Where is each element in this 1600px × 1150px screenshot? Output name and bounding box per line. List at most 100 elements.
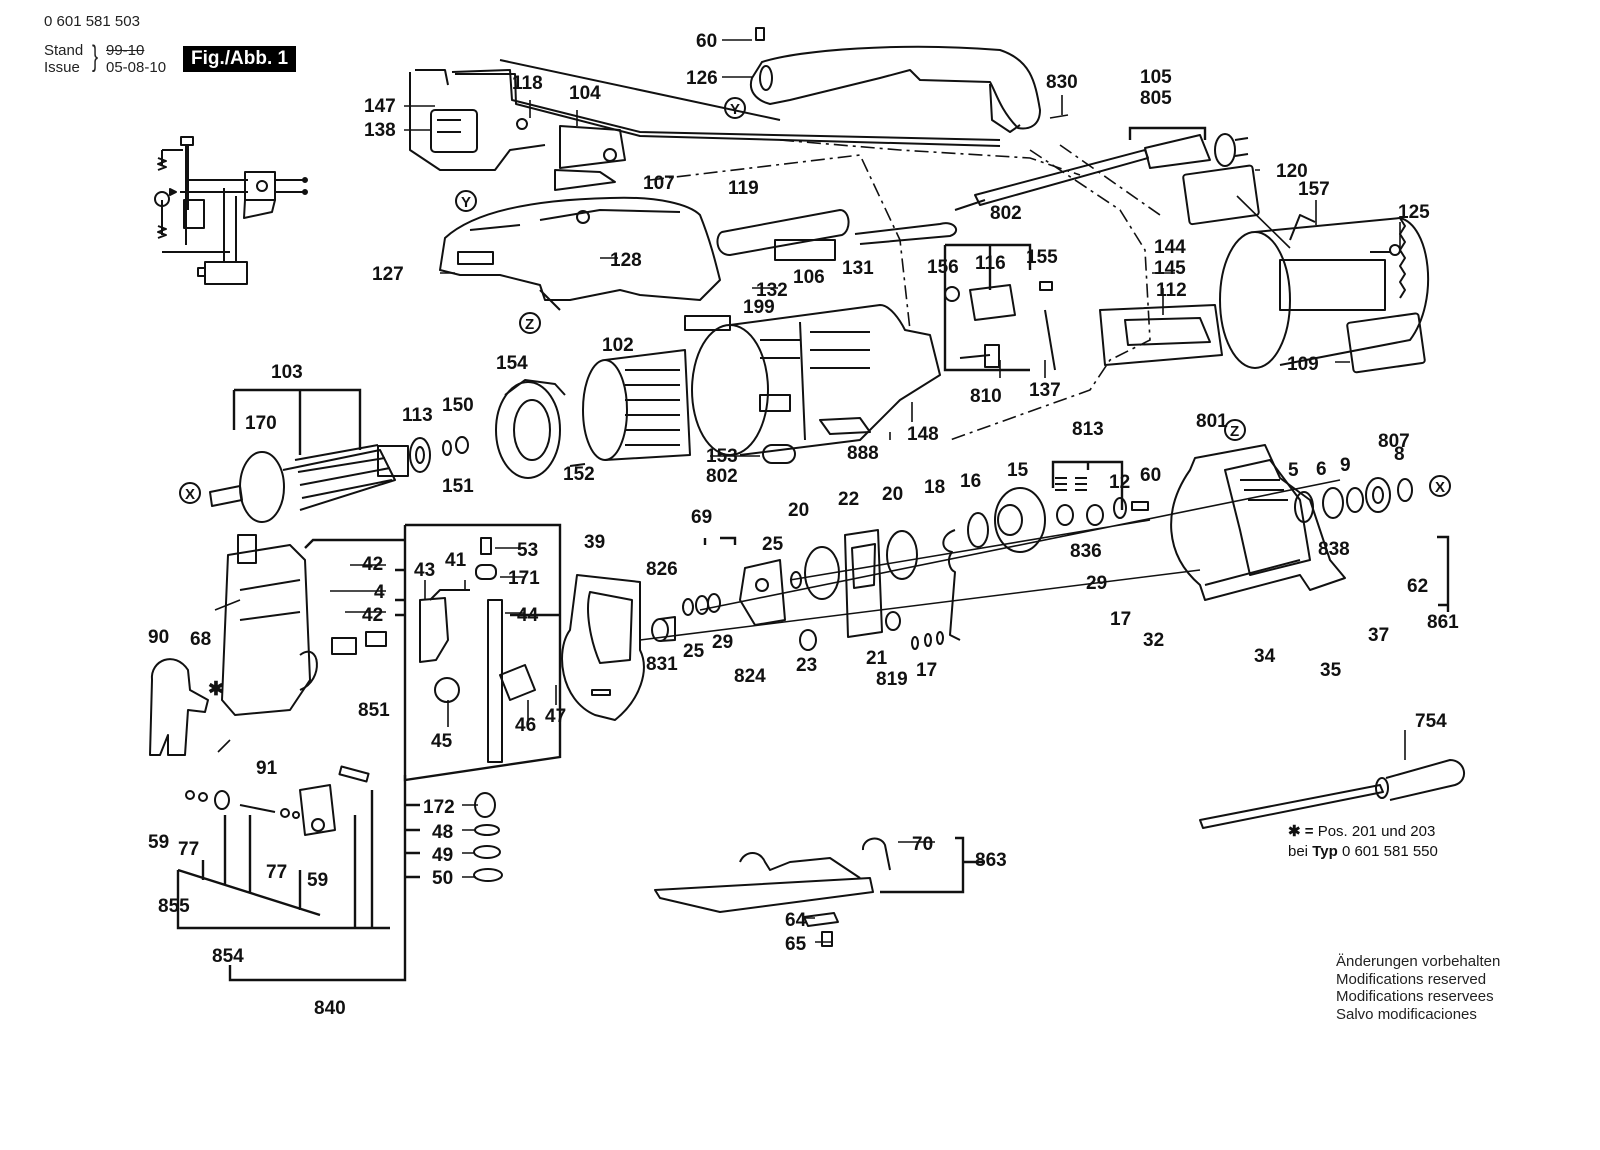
part-label: 43 (414, 560, 435, 581)
part-label: 199 (743, 297, 775, 318)
part-label: 109 (1287, 354, 1319, 375)
part-label: 5 (1288, 460, 1299, 481)
part-label: 151 (442, 476, 474, 497)
screw-125 (1370, 244, 1401, 256)
field-coil-102 (582, 349, 691, 461)
label-plate-120 (1182, 164, 1260, 226)
issue-value: 05-08-10 (106, 59, 167, 76)
part-label: 150 (442, 395, 474, 416)
part-label: 144 (1154, 237, 1186, 258)
base-plate-863 (654, 837, 891, 913)
part-labels: 60 126 830 105 805 118 104 147 138 107 1… (148, 31, 1459, 1019)
part-label: 17 (916, 660, 937, 681)
screw-152 (569, 463, 586, 467)
gear-housing-801 (1170, 444, 1346, 601)
part-label: 840 (314, 998, 346, 1019)
ring-20a (804, 546, 840, 600)
motor-cover-157 (1219, 214, 1430, 369)
part-label: 107 (643, 173, 675, 194)
part-label: 18 (924, 477, 945, 498)
part-label: 29 (712, 632, 733, 653)
part-label: 77 (266, 862, 287, 883)
ring-8 (1397, 478, 1413, 502)
part-label: 801 (1196, 411, 1228, 432)
part-label: 32 (1143, 630, 1164, 651)
label-plate-109 (1346, 312, 1426, 374)
part-label: 42 (362, 554, 383, 575)
svg-text:X: X (185, 486, 195, 503)
part-label: 125 (1398, 202, 1430, 223)
pin-60 (1131, 501, 1149, 511)
bearing-113 (409, 437, 431, 473)
housing-half-127 (439, 196, 721, 311)
part-label: 888 (847, 443, 879, 464)
part-label: 25 (683, 641, 705, 662)
part-label: 46 (515, 715, 536, 736)
part-label: 41 (445, 550, 467, 571)
part-label: 861 (1427, 612, 1459, 633)
part-label: 42 (362, 605, 383, 626)
part-label: 813 (1072, 419, 1104, 440)
part-label: 103 (271, 362, 303, 383)
part-label: 29 (1086, 573, 1107, 594)
part-label: 91 (256, 758, 278, 779)
bearing-set-813 (1055, 477, 1104, 526)
label-199 (684, 315, 731, 331)
part-label: 8 (1394, 444, 1405, 465)
stand-value: 99-10 (106, 42, 145, 59)
sheet-888 (819, 417, 871, 435)
part-label: 830 (1046, 72, 1078, 93)
part-label: 22 (838, 489, 859, 510)
part-label: 59 (148, 832, 169, 853)
guard-90 (149, 658, 209, 756)
eccentric-824 (739, 559, 786, 626)
switch-assembly (409, 59, 1001, 191)
ring-20b (886, 530, 918, 580)
part-label: 170 (245, 413, 277, 434)
part-label: 145 (1154, 258, 1186, 279)
part-label: 810 (970, 386, 1002, 407)
part-label: 855 (158, 896, 190, 917)
part-label: 50 (432, 868, 453, 889)
part-label: 60 (1140, 465, 1161, 486)
part-label: 155 (1026, 247, 1058, 268)
modifications-en: Modifications reserved (1336, 970, 1487, 988)
group-brackets (176, 126, 1450, 982)
armature-103 (209, 444, 409, 523)
rubber-plug-153 (762, 444, 796, 464)
part-label: 45 (431, 731, 453, 752)
part-label: 802 (990, 203, 1022, 224)
svg-text:X: X (1435, 479, 1445, 496)
brush-holder-group (944, 281, 1056, 371)
plunger-44 (475, 537, 503, 763)
part-label: 65 (785, 934, 807, 955)
part-label: 851 (358, 700, 390, 721)
footnote-line-2: bei Typ 0 601 581 550 (1288, 843, 1438, 860)
bushing-831 (651, 616, 676, 642)
figure-badge: Fig./Abb. 1 (183, 46, 297, 72)
svg-text:Y: Y (730, 101, 740, 118)
part-label: 154 (496, 353, 528, 374)
part-label: 17 (1110, 609, 1131, 630)
svg-text:Y: Y (461, 194, 471, 211)
clamp-45 (434, 677, 460, 703)
part-label: 53 (517, 540, 538, 561)
part-label: 9 (1340, 455, 1351, 476)
bearing-5 (1294, 491, 1314, 523)
issue-label: Issue (44, 59, 80, 76)
washer-21 (885, 611, 901, 631)
ref-marker-y-top: Y (724, 97, 746, 119)
part-label: 147 (364, 96, 396, 117)
washer-151 (442, 440, 452, 456)
part-label: 153 (706, 446, 738, 467)
part-label: 831 (646, 654, 678, 675)
footnote: ✱ = Pos. 201 und 203 bei Typ 0 601 581 5… (1288, 822, 1438, 862)
part-label: 69 (691, 507, 712, 528)
air-guide-154 (495, 379, 566, 479)
part-label: 6 (1316, 459, 1327, 480)
svg-text:Z: Z (525, 316, 534, 333)
handle-cover-126 (750, 27, 1041, 133)
gear-cover (221, 534, 318, 716)
part-label: 62 (1407, 576, 1428, 597)
